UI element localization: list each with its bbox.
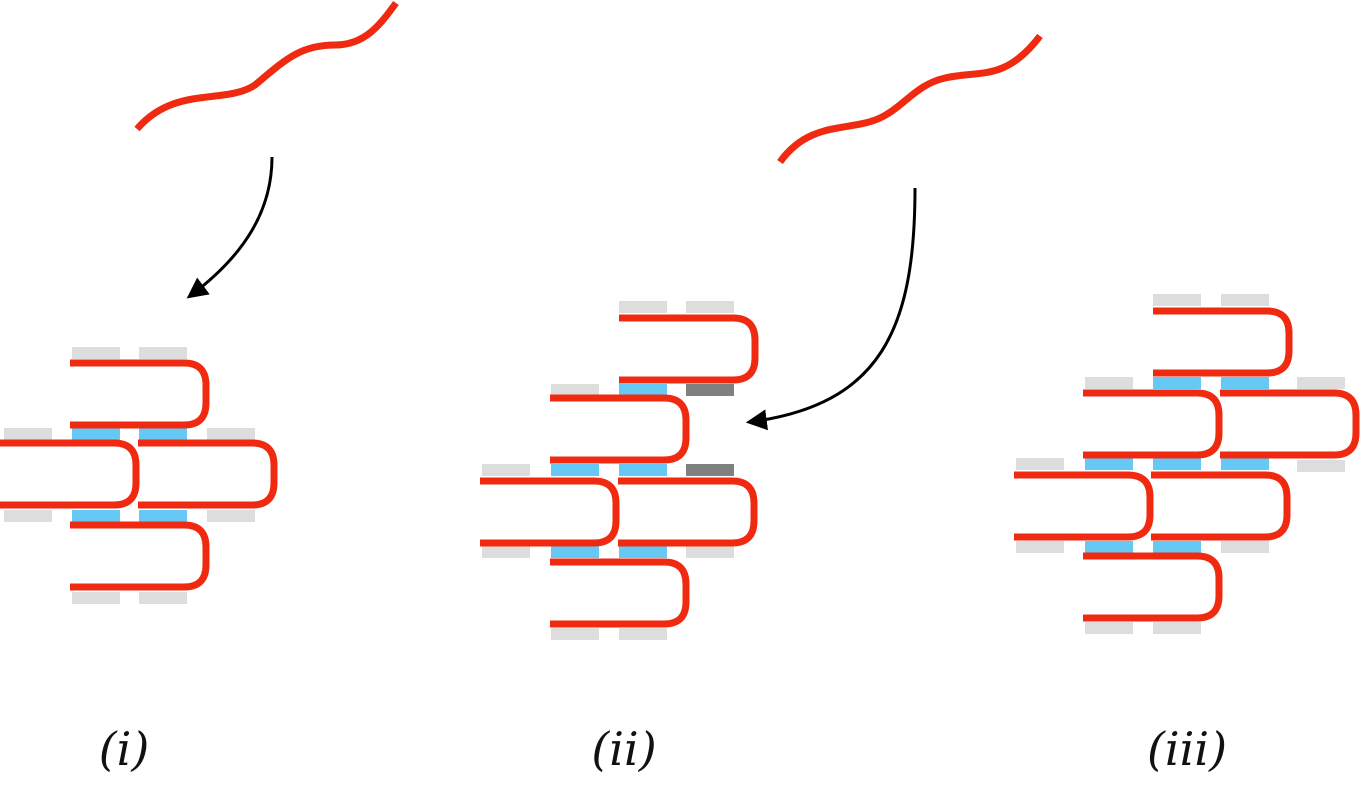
free-domain (1016, 541, 1064, 553)
caption-panel-i: (i) (98, 722, 150, 776)
bound-domain (619, 384, 667, 396)
hairpin-strand (138, 439, 278, 509)
free-domain (1085, 377, 1133, 389)
hairpin-strand (550, 394, 690, 464)
free-domain (1153, 294, 1201, 306)
binding-arrow-ii (745, 187, 917, 431)
hairpin-strand (1151, 471, 1291, 541)
bound-domain (551, 546, 599, 558)
bound-domain (139, 428, 187, 440)
bound-domain (72, 510, 120, 522)
binding-arrow-i (186, 156, 274, 299)
free-domain (1221, 294, 1269, 306)
exposed-domain (686, 384, 734, 396)
free-domain (686, 301, 734, 313)
hairpin-strand (550, 558, 690, 628)
exposed-domain (686, 464, 734, 476)
free-domain (72, 592, 120, 604)
free-domain (551, 628, 599, 640)
free-domain (139, 347, 187, 359)
hairpin-strand (619, 314, 759, 384)
panel-ii (480, 33, 1043, 640)
bound-domain (72, 428, 120, 440)
free-domain (482, 546, 530, 558)
free-domain (72, 347, 120, 359)
hairpin-strand (0, 439, 140, 509)
free-domain (619, 301, 667, 313)
hairpin-strand (618, 477, 758, 547)
bound-domain (139, 510, 187, 522)
bound-domain (1153, 458, 1201, 470)
free-domain (4, 510, 52, 522)
incoming-strand-i (134, 0, 399, 132)
free-domain (1153, 622, 1201, 634)
hairpin-strand (70, 521, 210, 591)
panel-i (0, 0, 399, 604)
free-domain (1016, 458, 1064, 470)
bound-domain (619, 464, 667, 476)
caption-panel-iii: (iii) (1146, 722, 1228, 776)
free-domain (551, 384, 599, 396)
hairpin-strand (480, 477, 620, 547)
free-domain (139, 592, 187, 604)
bound-domain (1085, 458, 1133, 470)
free-domain (619, 628, 667, 640)
free-domain (482, 464, 530, 476)
free-domain (4, 428, 52, 440)
bound-domain (619, 546, 667, 558)
hairpin-strand (70, 359, 210, 429)
caption-panel-ii: (ii) (591, 722, 657, 776)
free-domain (1297, 377, 1345, 389)
free-domain (1221, 541, 1269, 553)
bound-domain (1153, 541, 1201, 553)
bound-domain (1085, 541, 1133, 553)
bound-domain (551, 464, 599, 476)
bound-domain (1221, 458, 1269, 470)
hairpin-strand (1083, 552, 1223, 622)
bound-domain (1221, 377, 1269, 389)
hairpin-strand (1220, 389, 1360, 459)
bound-domain (1153, 377, 1201, 389)
panel-iii (1014, 294, 1360, 634)
hairpin-strand (1083, 389, 1223, 459)
free-domain (686, 546, 734, 558)
hairpin-strand (1014, 471, 1154, 541)
hairpin-strand (1153, 307, 1293, 377)
incoming-strand-ii (777, 33, 1043, 165)
free-domain (207, 428, 255, 440)
free-domain (1297, 460, 1345, 472)
free-domain (1085, 622, 1133, 634)
free-domain (207, 510, 255, 522)
